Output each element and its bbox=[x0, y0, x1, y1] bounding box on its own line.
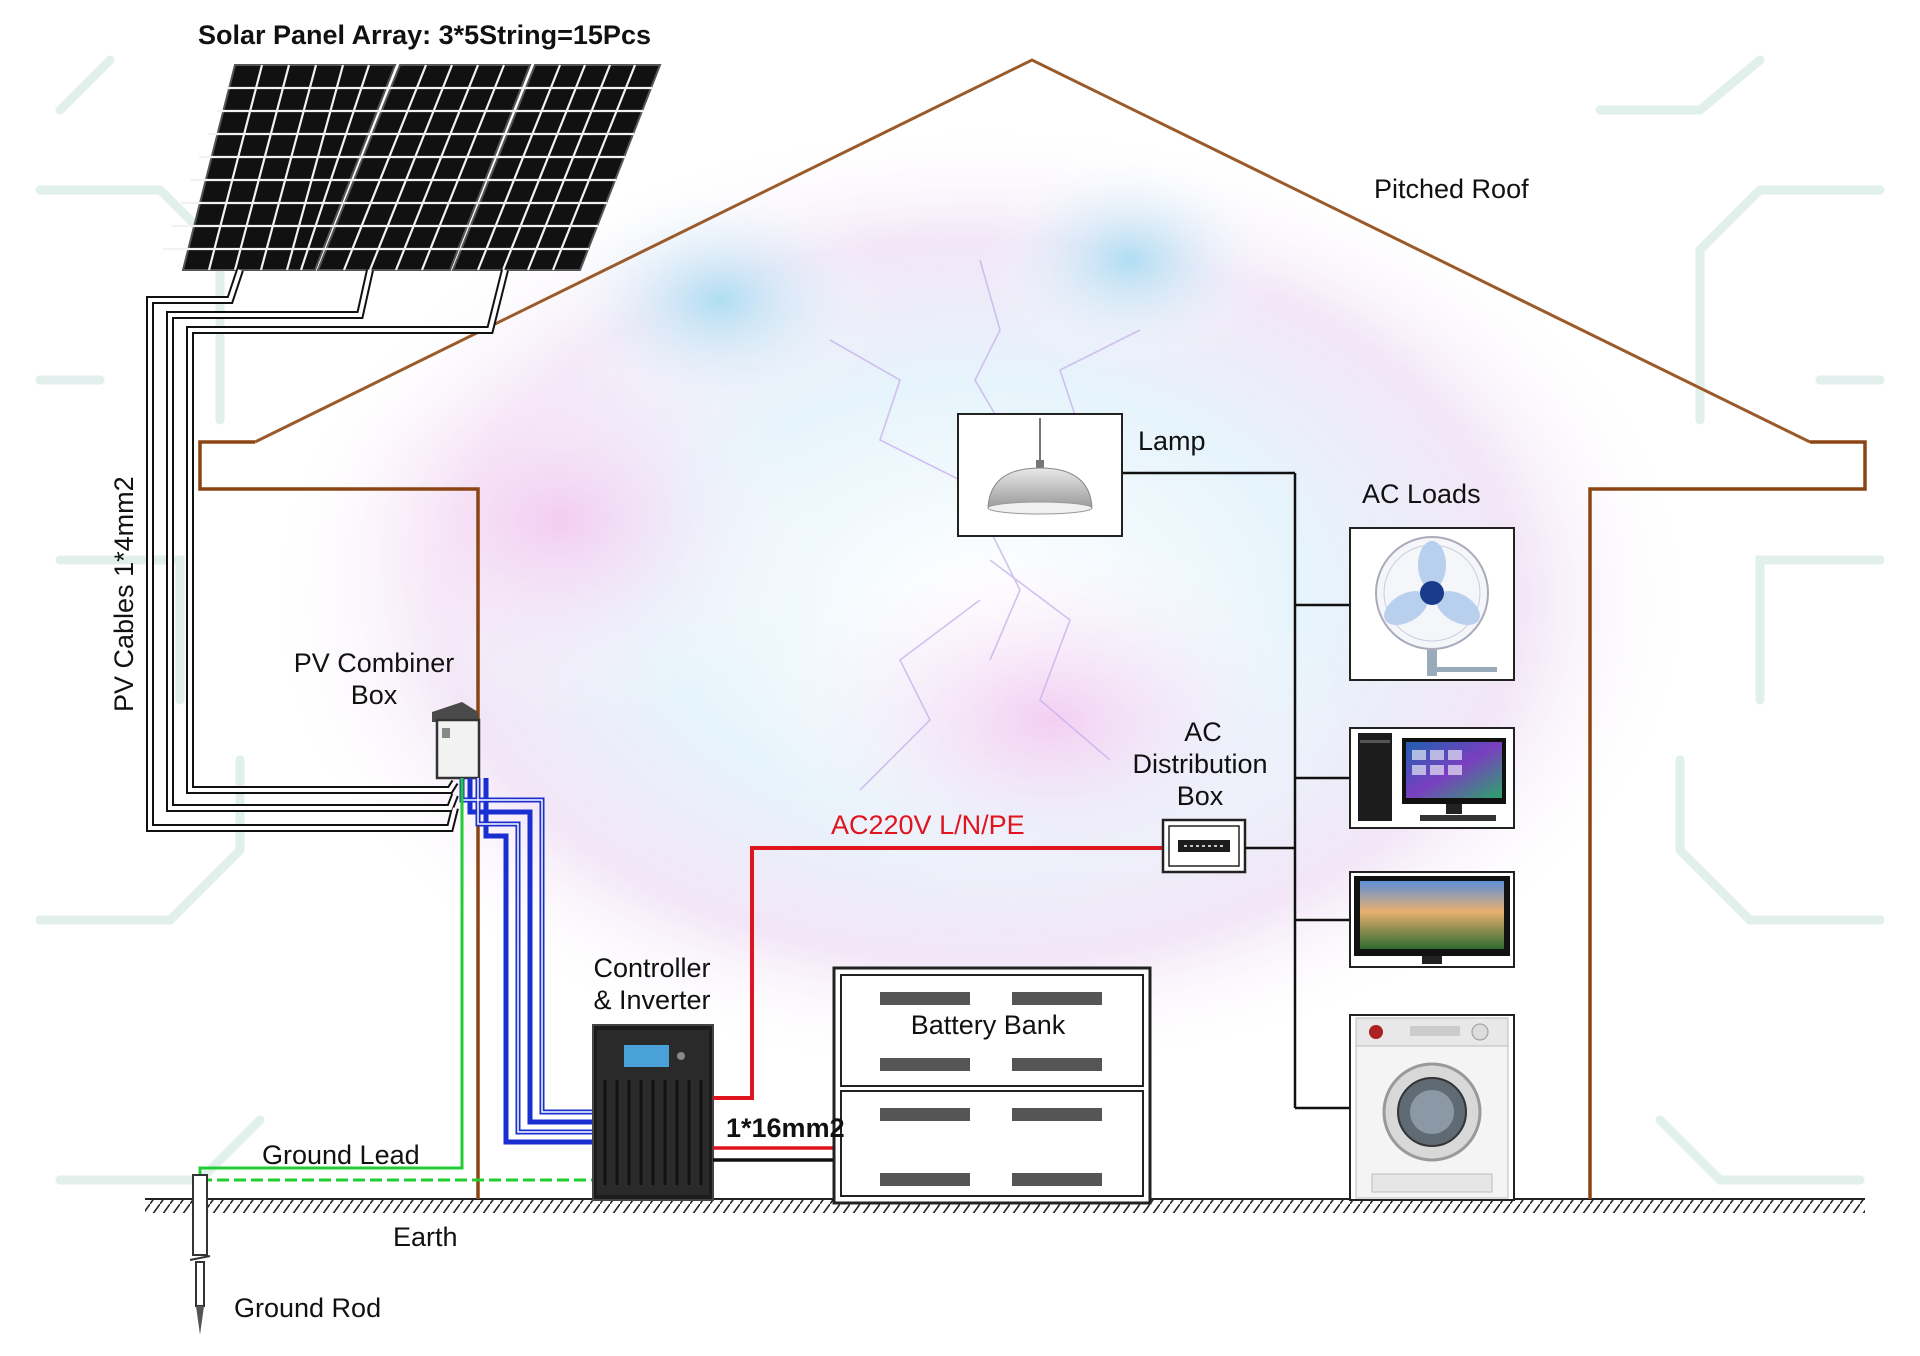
ac-dist-label-line3: Box bbox=[1177, 781, 1224, 811]
lamp-icon bbox=[957, 413, 1123, 537]
pitched-roof-line bbox=[254, 58, 1811, 444]
ac-dist-label-line2: Distribution bbox=[1132, 749, 1267, 779]
lamp-label: Lamp bbox=[1138, 426, 1206, 456]
washing-machine-icon bbox=[1349, 1014, 1515, 1201]
solar-panel-icon bbox=[163, 64, 662, 271]
ac-loads-label: AC Loads bbox=[1362, 479, 1481, 509]
tv-icon bbox=[1349, 871, 1515, 968]
ac-line-label: AC220V L/N/PE bbox=[831, 810, 1025, 840]
pv-cables-inner bbox=[148, 269, 507, 830]
diagram-labels: Solar Panel Array: 3*5String=15Pcs Pitch… bbox=[109, 20, 1529, 1323]
solar-array-label: Solar Panel Array: 3*5String=15Pcs bbox=[198, 20, 651, 50]
combiner-box-icon bbox=[432, 702, 481, 780]
computer-icon bbox=[1349, 727, 1515, 829]
inverter-icon bbox=[592, 1024, 714, 1201]
ground-rod-label: Ground Rod bbox=[234, 1293, 381, 1323]
battery-cable-label: 1*16mm2 bbox=[726, 1113, 845, 1143]
fan-icon bbox=[1349, 527, 1515, 681]
combiner-label-line1: PV Combiner bbox=[294, 648, 455, 678]
earth-label: Earth bbox=[393, 1222, 458, 1252]
distribution-box-icon bbox=[1161, 818, 1247, 874]
controller-label-line2: & Inverter bbox=[593, 985, 710, 1015]
background-decoration bbox=[35, 55, 1885, 1185]
ac-output-cable bbox=[713, 846, 1163, 1100]
battery-bank-label: Battery Bank bbox=[911, 1010, 1066, 1040]
roof-eave-right bbox=[1588, 440, 1867, 1199]
load-wiring bbox=[1122, 471, 1350, 1110]
pitched-roof-label: Pitched Roof bbox=[1374, 174, 1529, 204]
ground-rod-icon bbox=[189, 1174, 211, 1335]
ground-lead-label: Ground Lead bbox=[262, 1140, 420, 1170]
pv-cables-label: PV Cables 1*4mm2 bbox=[109, 476, 139, 712]
combiner-label-line2: Box bbox=[351, 680, 398, 710]
ac-dist-label-line1: AC bbox=[1184, 717, 1222, 747]
controller-label-line1: Controller bbox=[593, 953, 710, 983]
battery-cables bbox=[713, 1146, 834, 1162]
battery-bank-icon bbox=[832, 966, 1152, 1205]
